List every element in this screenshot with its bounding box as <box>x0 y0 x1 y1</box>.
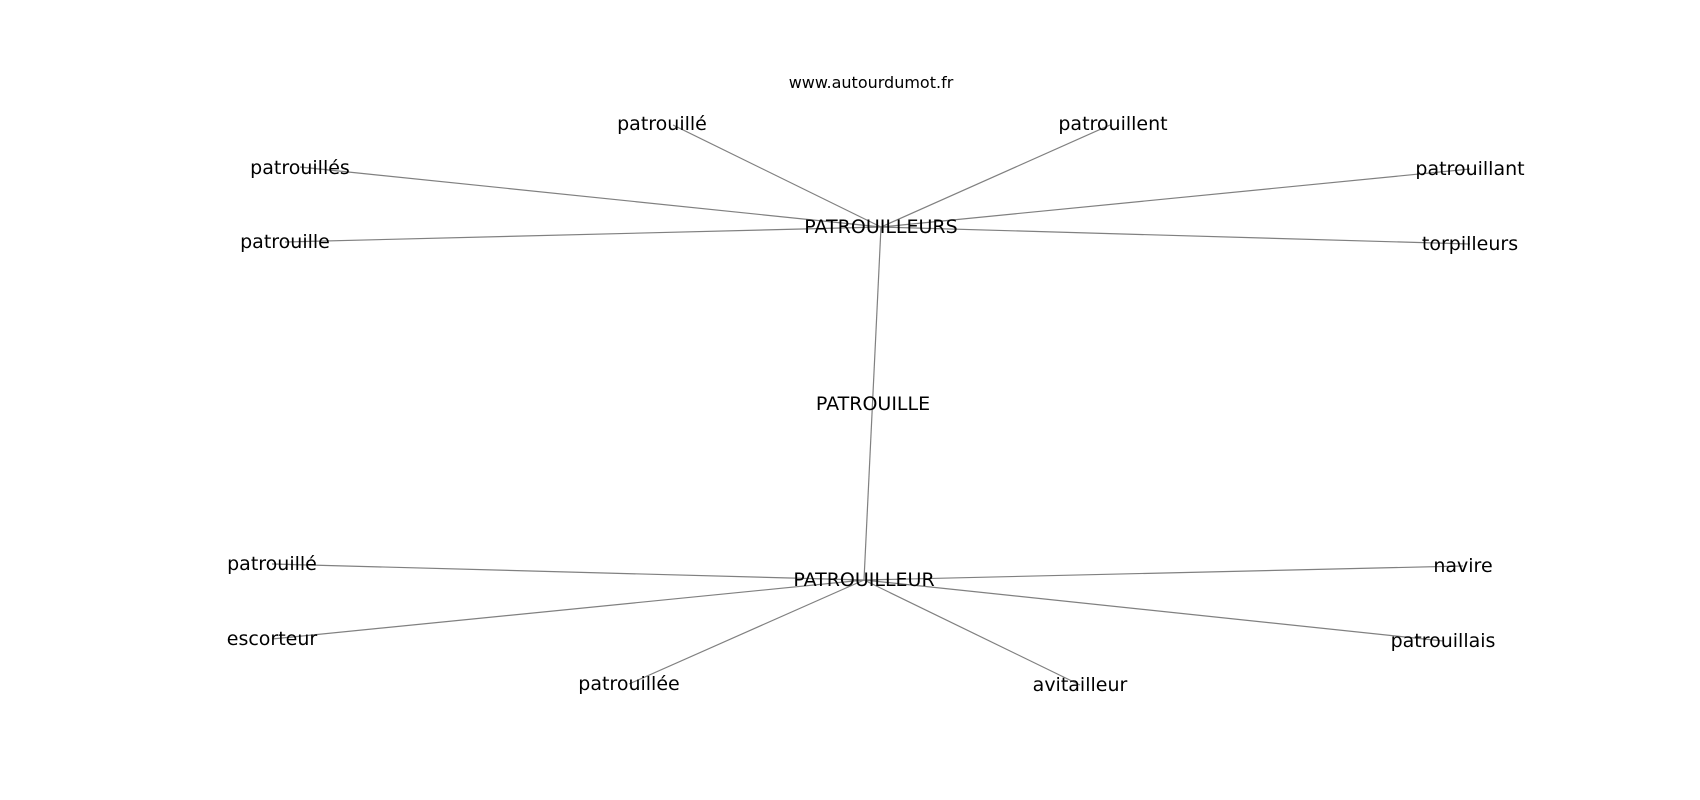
edge-top-6 <box>880 226 1471 245</box>
node-top-word-5: patrouille <box>240 231 330 253</box>
edge-bottom-6 <box>863 579 1081 686</box>
edge-bottom-1 <box>271 563 865 581</box>
node-top-word-3: patrouillés <box>250 157 350 179</box>
site-watermark: www.autourdumot.fr <box>789 73 954 92</box>
edge-bottom-3 <box>271 579 865 640</box>
edge-bottom-5 <box>628 579 865 685</box>
edge-bottom-4 <box>863 579 1444 642</box>
node-center: PATROUILLE <box>816 393 930 415</box>
node-bottom-word-6: avitailleur <box>1033 674 1128 696</box>
node-bottom-word-1: patrouillé <box>227 553 317 575</box>
edge-bottom-2 <box>863 565 1464 581</box>
node-bottom-word-5: patrouillée <box>578 673 679 695</box>
edge-top-3 <box>299 166 882 228</box>
node-top-word-2: patrouillent <box>1058 113 1167 135</box>
edge-top-1 <box>672 124 882 228</box>
edge-top-4 <box>880 168 1471 228</box>
graph-edges <box>271 124 1471 686</box>
node-hub-bottom: PATROUILLEUR <box>793 569 934 591</box>
edge-hub-top-hub-bottom <box>863 226 882 581</box>
node-bottom-word-2: navire <box>1433 555 1492 577</box>
node-top-word-6: torpilleurs <box>1422 233 1518 255</box>
edge-top-5 <box>284 226 882 243</box>
node-top-word-1: patrouillé <box>617 113 707 135</box>
edge-top-2 <box>880 124 1111 228</box>
node-top-word-4: patrouillant <box>1415 158 1524 180</box>
graph-labels: www.autourdumot.fr patrouillé patrouille… <box>227 73 1525 696</box>
node-bottom-word-4: patrouillais <box>1391 630 1496 652</box>
node-bottom-word-3: escorteur <box>227 628 318 650</box>
node-hub-top: PATROUILLEURS <box>804 216 957 238</box>
